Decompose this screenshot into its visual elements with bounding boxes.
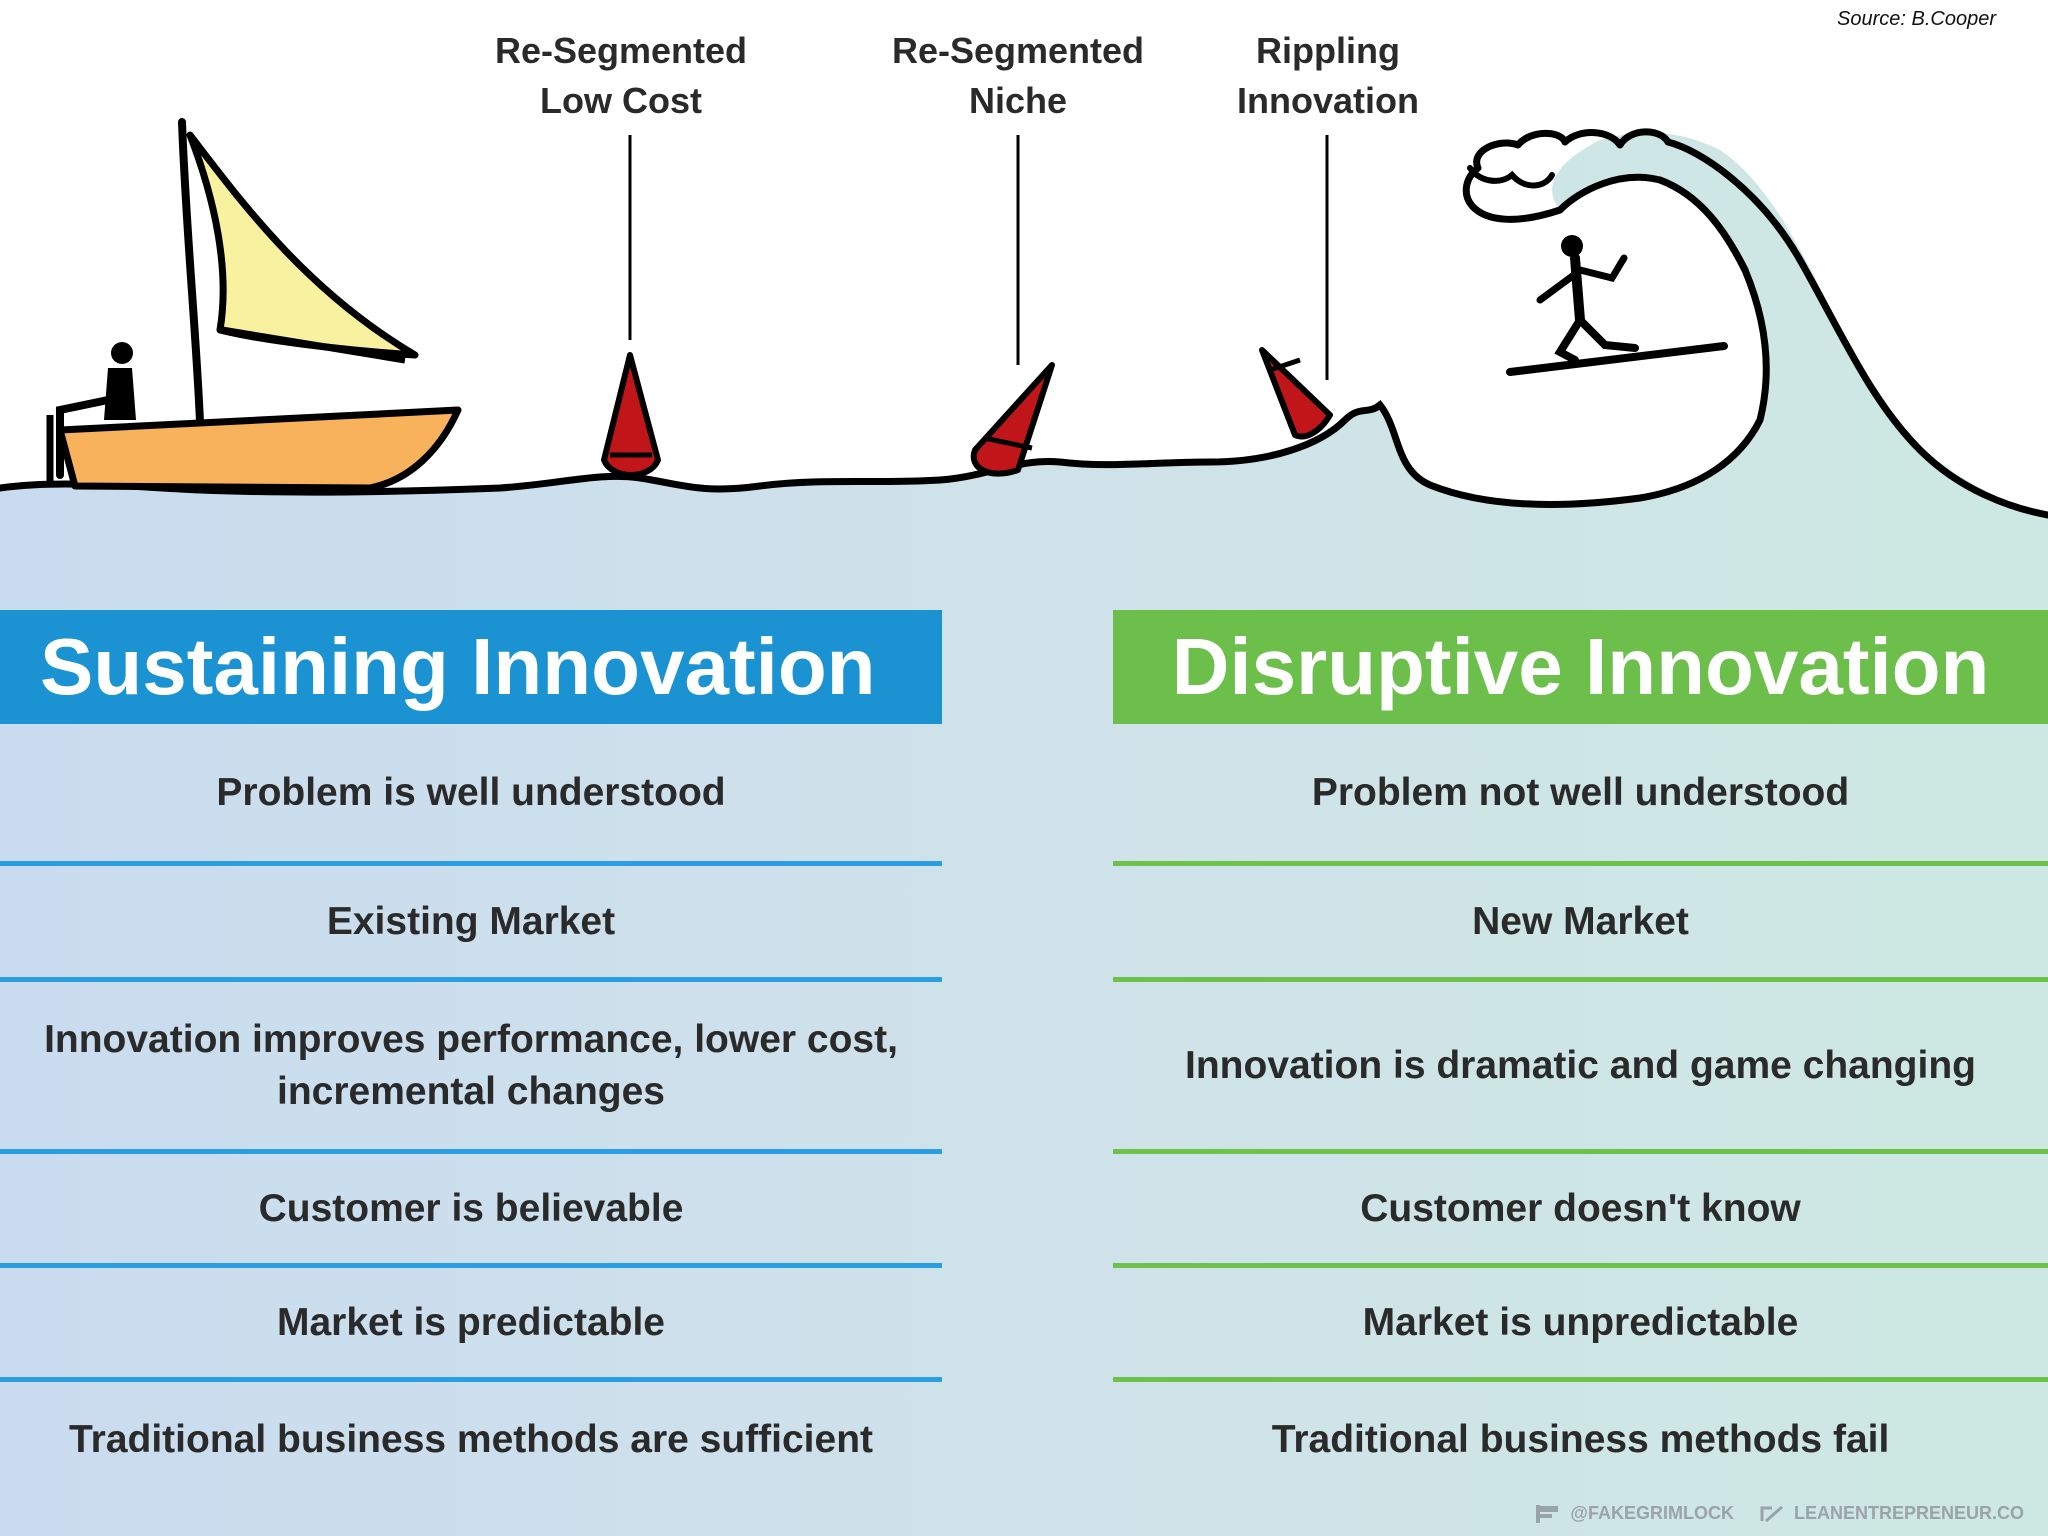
sustaining-row: Traditional business methods are suffici…: [68, 1418, 873, 1461]
callout-line: Low Cost: [540, 80, 702, 121]
sustaining-row: Existing Market: [0, 866, 942, 982]
sustaining-row: Market is predictable: [0, 1268, 942, 1382]
buoy-icon: [601, 352, 661, 478]
sustaining-row: Problem is well understood: [0, 724, 942, 866]
wave-curl: [1467, 165, 1555, 189]
callout-line: Rippling: [1256, 30, 1400, 71]
credit-handle: @FAKEGRIMLOCK: [1570, 1503, 1734, 1523]
sustaining-header: Sustaining Innovation: [0, 610, 942, 724]
disruptive-row: Customer doesn't know: [1113, 1154, 2048, 1268]
source-note: Source: B.Cooper: [1837, 8, 1996, 30]
sailboat-icon: [46, 118, 462, 492]
callout-low-cost: Re-Segmented Low Cost: [471, 26, 771, 126]
pencil-icon: [1760, 1505, 1783, 1522]
callout-line: Re-Segmented: [494, 30, 748, 71]
callout-line: Innovation: [1237, 80, 1419, 121]
callout-pointers: [628, 135, 1329, 380]
flag-icon: [1536, 1504, 1559, 1523]
disruptive-list: Problem not well understood New Market I…: [1113, 724, 2048, 1498]
disruptive-header: Disruptive Innovation: [1113, 610, 2048, 724]
wave-icon: [1462, 128, 2048, 519]
callout-rippling: Rippling Innovation: [1178, 26, 1478, 126]
credits: @FAKEGRIMLOCK LEANENTREPRENEUR.CO: [1536, 1503, 2024, 1524]
callout-niche: Re-Segmented Niche: [868, 26, 1168, 126]
callout-line: Re-Segmented: [891, 30, 1145, 71]
disruptive-row: Market is unpredictable: [1113, 1268, 2048, 1382]
waterline: [0, 176, 1770, 508]
disruptive-row: Innovation is dramatic and game changing: [1113, 982, 2048, 1154]
sailor-icon: [56, 342, 136, 479]
buoy-icon: [970, 362, 1055, 477]
disruptive-row: New Market: [1113, 866, 2048, 982]
sea: [0, 132, 2048, 1536]
sustaining-row: Customer is believable: [0, 1154, 942, 1268]
credit-site: LEANENTREPRENEUR.CO: [1793, 1503, 2024, 1523]
buoy-icon: [1259, 347, 1333, 440]
disruptive-row: Problem not well understood: [1113, 724, 2048, 866]
callout-line: Niche: [968, 80, 1068, 121]
surfer-icon: [1506, 235, 1728, 376]
sustaining-list: Problem is well understood Existing Mark…: [0, 724, 942, 1498]
sustaining-row: Innovation improves performance, lower c…: [0, 982, 942, 1154]
disruptive-row: Traditional business methods fail: [1271, 1418, 1890, 1461]
